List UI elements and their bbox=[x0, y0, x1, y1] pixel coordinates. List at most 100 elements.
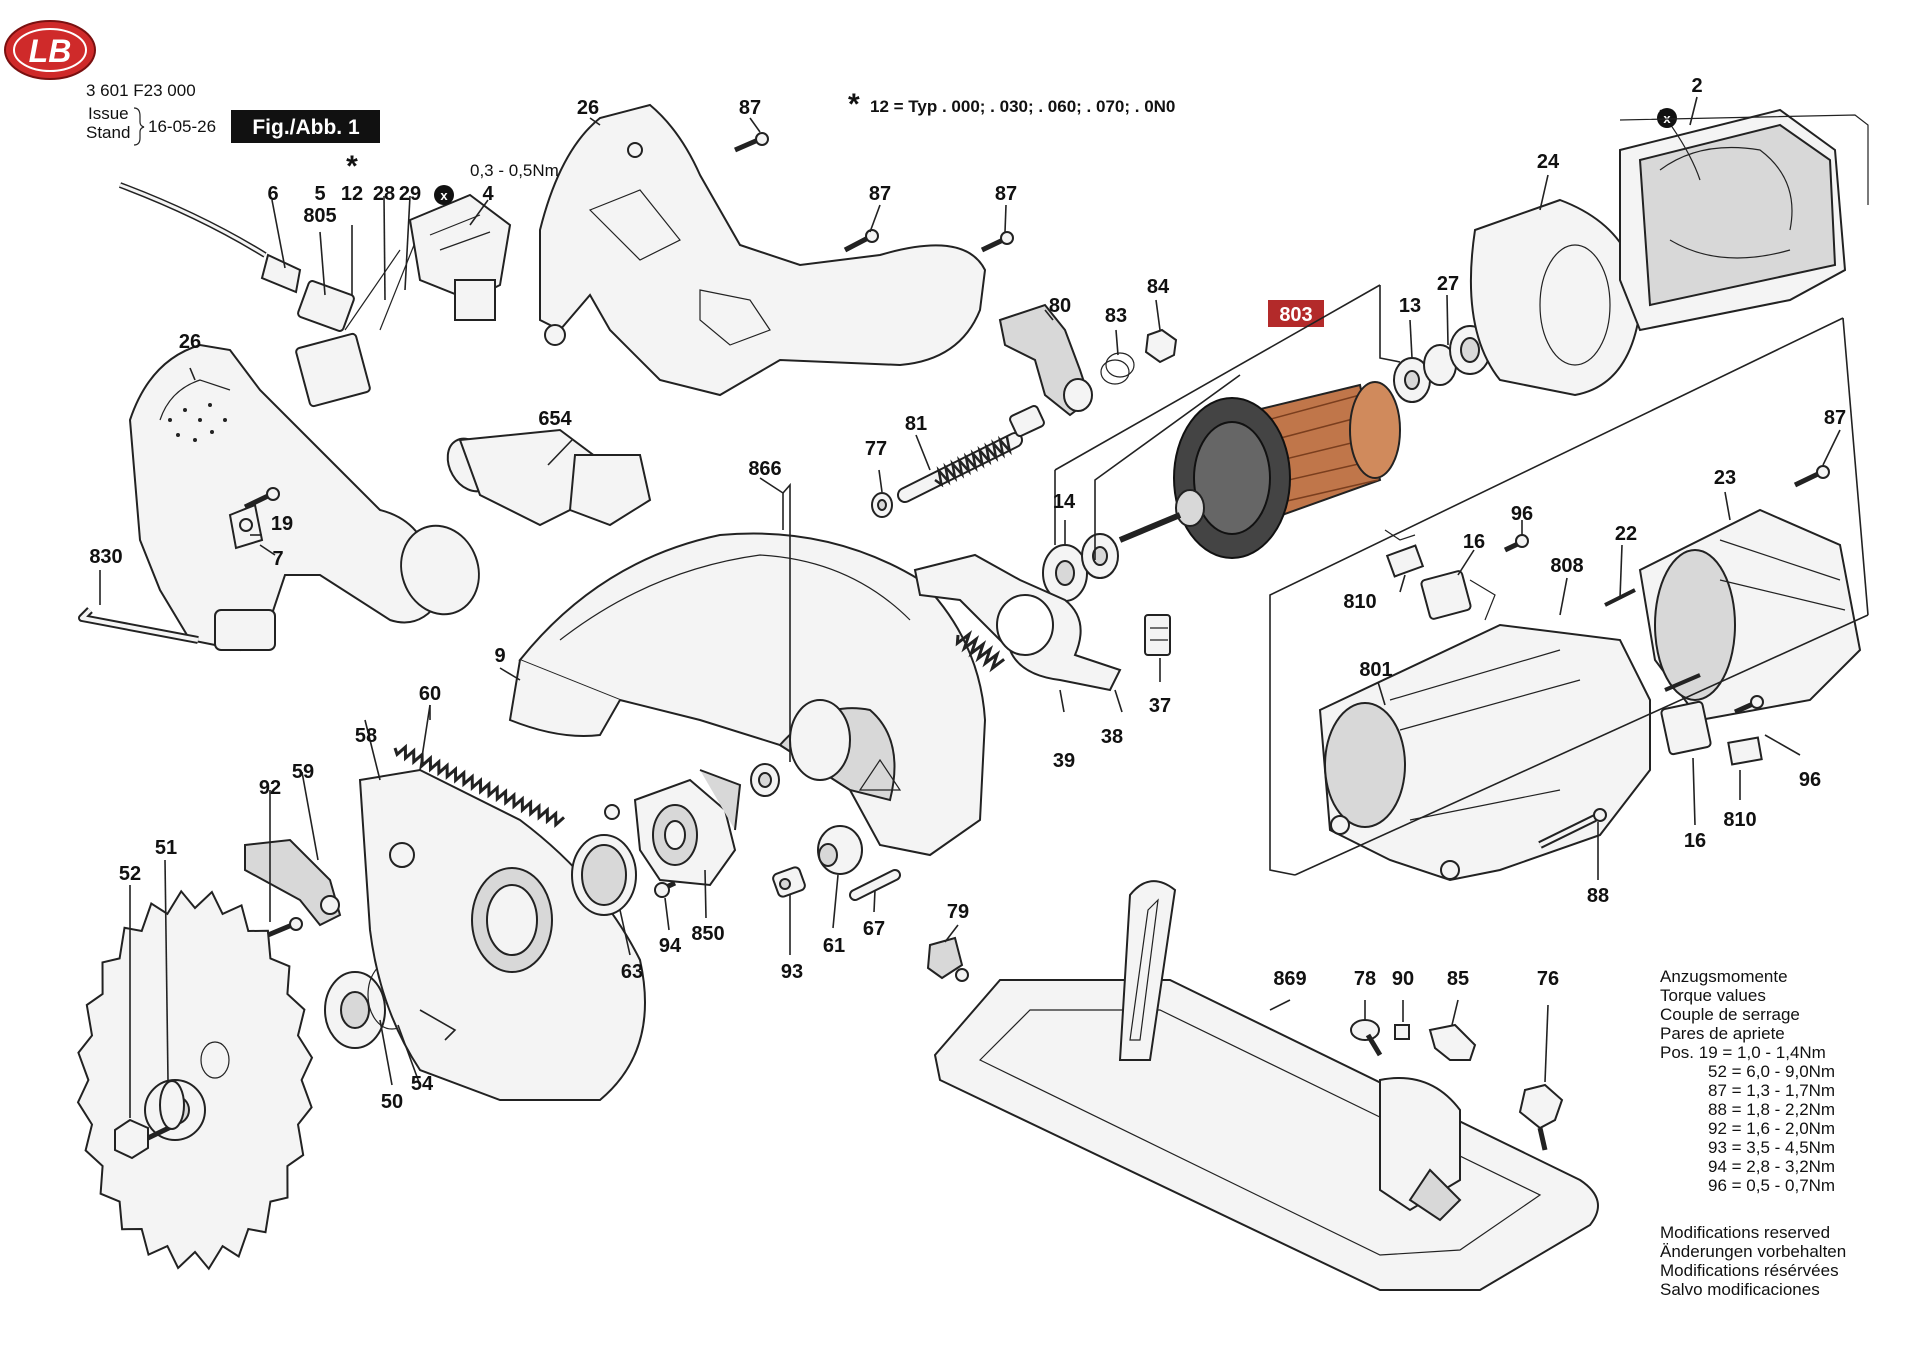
label-805: 805 bbox=[303, 205, 336, 227]
label-87-top3: 87 bbox=[995, 183, 1017, 205]
label-22: 22 bbox=[1615, 523, 1637, 545]
lower-guard bbox=[358, 768, 646, 1101]
screw-19 bbox=[243, 487, 280, 510]
label-88: 88 bbox=[1587, 885, 1609, 907]
cord-clamp bbox=[295, 229, 421, 408]
part-labels: 6 5 805 * 12 28 29 4 0,3 - 0,5Nm 26 87 8… bbox=[89, 75, 1846, 1113]
label-803: 803 bbox=[1279, 304, 1312, 326]
torque-row-87: 87 = 1,3 - 1,7Nm bbox=[1708, 1081, 1835, 1100]
label-51: 51 bbox=[155, 837, 177, 859]
label-6: 6 bbox=[267, 183, 278, 205]
screw-96b bbox=[1733, 695, 1764, 715]
torque-heading-en: Torque values bbox=[1660, 986, 1766, 1005]
screws-87-top bbox=[734, 132, 1014, 253]
torque-row-19: Pos. 19 = 1,0 - 1,4Nm bbox=[1660, 1043, 1826, 1062]
label-29: 29 bbox=[399, 183, 421, 205]
label-77: 77 bbox=[865, 438, 887, 460]
label-28: 28 bbox=[373, 183, 395, 205]
clamp-79 bbox=[926, 936, 969, 982]
label-803-box: 803 bbox=[1268, 300, 1324, 327]
spring-38 bbox=[955, 630, 1006, 673]
screw-87-right bbox=[1793, 465, 1830, 488]
label-60: 60 bbox=[419, 683, 441, 705]
label-92: 92 bbox=[259, 777, 281, 799]
label-76: 76 bbox=[1537, 968, 1559, 990]
modifications-es: Salvo modificaciones bbox=[1660, 1280, 1820, 1299]
spring-60 bbox=[393, 743, 565, 829]
label-4: 4 bbox=[482, 183, 494, 205]
pin-67 bbox=[849, 869, 901, 901]
label-63: 63 bbox=[621, 961, 643, 983]
label-87-right: 87 bbox=[1824, 407, 1846, 429]
icon-x-marker-switch: x bbox=[434, 185, 454, 205]
label-26-top: 26 bbox=[577, 97, 599, 119]
label-90: 90 bbox=[1392, 968, 1414, 990]
screw-93 bbox=[772, 866, 806, 898]
label-27: 27 bbox=[1437, 273, 1459, 295]
fan-baffle-24 bbox=[1469, 198, 1642, 397]
screw-94 bbox=[654, 880, 677, 898]
torque-heading-de: Anzugsmomente bbox=[1660, 967, 1788, 986]
torque-row-92: 92 = 1,6 - 2,0Nm bbox=[1708, 1119, 1835, 1138]
label-7: 7 bbox=[272, 548, 283, 570]
housing-handle-left bbox=[128, 343, 480, 652]
type-note-star: * bbox=[848, 88, 860, 121]
modifications-note: Modifications reserved Änderungen vorbeh… bbox=[1660, 1223, 1846, 1299]
nut-84 bbox=[1144, 328, 1178, 364]
housing-handle-right bbox=[539, 103, 987, 397]
label-94: 94 bbox=[659, 935, 682, 957]
motor-housing-801 bbox=[1318, 623, 1651, 882]
label-61: 61 bbox=[823, 935, 845, 957]
torque-row-52: 52 = 6,0 - 9,0Nm bbox=[1708, 1062, 1835, 1081]
bearing-flange-850 bbox=[633, 769, 742, 887]
small-bearing bbox=[750, 763, 780, 797]
issue-brace bbox=[133, 107, 145, 146]
label-850: 850 bbox=[691, 923, 724, 945]
torque-row-88: 88 = 1,8 - 2,2Nm bbox=[1708, 1100, 1835, 1119]
figure-label: Fig./Abb. 1 bbox=[252, 116, 360, 139]
modifications-fr: Modifications résérvées bbox=[1660, 1261, 1839, 1280]
knob-85 bbox=[1428, 1023, 1477, 1061]
label-866: 866 bbox=[748, 458, 781, 480]
brush-810a bbox=[1384, 529, 1425, 578]
type-note: 12 = Typ . 000; . 030; . 060; . 070; . 0… bbox=[870, 97, 1175, 116]
label-808: 808 bbox=[1550, 555, 1583, 577]
x-marker-switch: x bbox=[440, 188, 448, 203]
label-54: 54 bbox=[411, 1073, 434, 1095]
label-96-top: 96 bbox=[1511, 503, 1533, 525]
brand-logo-text: LB bbox=[29, 33, 72, 69]
label-14: 14 bbox=[1053, 491, 1076, 513]
label-93: 93 bbox=[781, 961, 803, 983]
issue-label: Issue bbox=[88, 104, 129, 123]
label-16-right: 16 bbox=[1684, 830, 1706, 852]
issue-date: 16-05-26 bbox=[148, 117, 216, 136]
torque-heading-fr: Couple de serrage bbox=[1660, 1005, 1800, 1024]
label-13: 13 bbox=[1399, 295, 1421, 317]
blade-guard bbox=[508, 532, 987, 857]
label-67: 67 bbox=[863, 918, 885, 940]
saw-blade bbox=[76, 889, 314, 1271]
label-654: 654 bbox=[538, 408, 572, 430]
label-80: 80 bbox=[1049, 295, 1071, 317]
label-869: 869 bbox=[1273, 968, 1306, 990]
part-number: 3 601 F23 000 bbox=[86, 81, 196, 100]
torque-note-small: 0,3 - 0,5Nm bbox=[470, 161, 559, 180]
label-39: 39 bbox=[1053, 750, 1075, 772]
label-59: 59 bbox=[292, 761, 314, 783]
label-9: 9 bbox=[494, 645, 505, 667]
flange-51 bbox=[159, 1080, 185, 1130]
label-2: 2 bbox=[1691, 75, 1702, 97]
label-23: 23 bbox=[1714, 467, 1736, 489]
label-96-right: 96 bbox=[1799, 769, 1821, 791]
shaft-81 bbox=[897, 405, 1045, 503]
label-87-top2: 87 bbox=[869, 183, 891, 205]
wing-screw-76 bbox=[1518, 1083, 1564, 1151]
motor-cap-23 bbox=[1638, 508, 1862, 722]
brand-logo: LB bbox=[4, 20, 96, 80]
torque-row-94: 94 = 2,8 - 3,2Nm bbox=[1708, 1157, 1835, 1176]
brush-holder-16a bbox=[1420, 570, 1496, 621]
spring-83 bbox=[1100, 352, 1135, 385]
base-plate bbox=[933, 880, 1599, 1291]
